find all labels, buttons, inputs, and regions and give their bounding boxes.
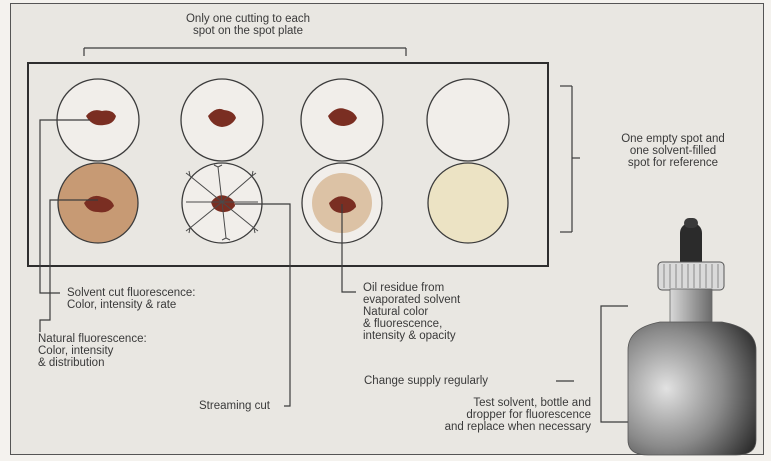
- change-supply-text: Change supply regularly: [364, 375, 488, 387]
- streaming-cut-text: Streaming cut: [199, 400, 270, 412]
- top-caption: Only one cutting to each spot on the spo…: [128, 13, 368, 37]
- reference-note-line-2: one solvent-filled: [585, 145, 761, 157]
- reference-spot-note: One empty spot and one solvent-filled sp…: [585, 133, 761, 169]
- test-solvent-line-1: Test solvent, bottle and: [445, 397, 591, 409]
- top-caption-line-1: Only one cutting to each: [128, 13, 368, 25]
- oil-residue-line-3: Natural color: [363, 306, 460, 318]
- natural-fluorescence-label: Natural fluorescence: Color, intensity &…: [38, 333, 147, 369]
- solvent-cut-label: Solvent cut fluorescence: Color, intensi…: [67, 287, 196, 311]
- spot-1-4: [427, 79, 509, 161]
- spot-row-2: [58, 163, 508, 243]
- oil-residue-line-5: intensity & opacity: [363, 330, 460, 342]
- solvent-cut-line-2: Color, intensity & rate: [67, 299, 196, 311]
- test-solvent-label: Test solvent, bottle and dropper for flu…: [445, 397, 591, 433]
- bottle-cap: [658, 262, 724, 290]
- oil-residue-line-1: Oil residue from: [363, 282, 460, 294]
- reference-note-line-3: spot for reference: [585, 157, 761, 169]
- natural-line-3: & distribution: [38, 357, 147, 369]
- reference-note-line-1: One empty spot and: [585, 133, 761, 145]
- spot-2-4: [428, 163, 508, 243]
- top-bracket: [84, 48, 406, 56]
- change-supply-label: Change supply regularly: [364, 375, 488, 387]
- right-bracket: [560, 86, 580, 232]
- dropper-bottle: [628, 218, 756, 455]
- oil-residue-line-4: & fluorescence,: [363, 318, 460, 330]
- oil-residue-line-2: evaporated solvent: [363, 294, 460, 306]
- spot-row-1: [57, 79, 509, 161]
- streaming-cut-label: Streaming cut: [199, 400, 270, 412]
- solvent-cut-line-1: Solvent cut fluorescence:: [67, 287, 196, 299]
- natural-line-2: Color, intensity: [38, 345, 147, 357]
- bottle-neck: [670, 289, 712, 323]
- oil-residue-label: Oil residue from evaporated solvent Natu…: [363, 282, 460, 342]
- bottle-body: [628, 322, 756, 455]
- natural-line-1: Natural fluorescence:: [38, 333, 147, 345]
- top-caption-line-2: spot on the spot plate: [128, 25, 368, 37]
- test-solvent-line-3: and replace when necessary: [445, 421, 591, 433]
- test-solvent-line-2: dropper for fluorescence: [445, 409, 591, 421]
